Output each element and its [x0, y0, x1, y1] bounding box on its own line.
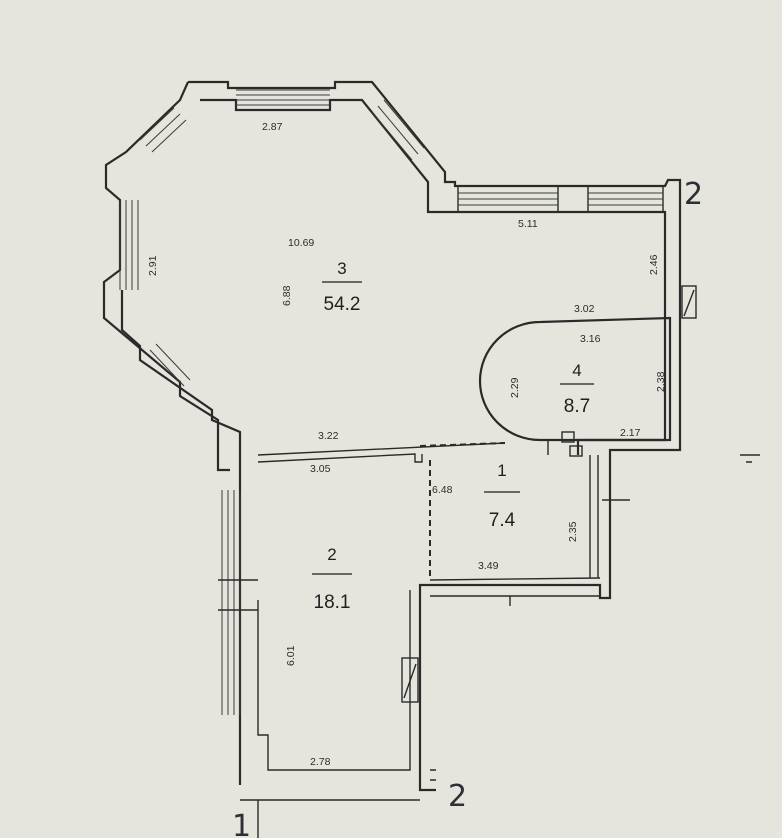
room-2-label: 2 18.1 — [312, 545, 352, 613]
dim-room3-height: 6.88 — [281, 285, 293, 306]
dim-room4-right: 2.38 — [655, 371, 667, 392]
room-3-label: 3 54.2 — [322, 259, 362, 315]
dim-room4-bottom: 2.17 — [620, 427, 641, 439]
window-lower-left — [149, 343, 191, 387]
dim-room3-top: 2.87 — [262, 121, 283, 133]
dim-room1-bottom: 3.49 — [478, 560, 499, 572]
window-top — [236, 89, 330, 106]
partition-room1-bottom — [429, 577, 601, 581]
partition-dashed — [419, 442, 506, 447]
room-2-number: 2 — [327, 545, 336, 564]
exterior-wall-outer — [102, 80, 682, 792]
vent-right — [681, 285, 697, 319]
window-top-left — [139, 107, 187, 153]
section-mark-bottom-left: 1 — [232, 809, 251, 838]
dim-room3-left: 2.91 — [147, 255, 159, 276]
dim-room4-left: 2.29 — [509, 377, 521, 398]
dim-room2-height: 6.01 — [285, 645, 297, 666]
room-1-number: 1 — [497, 461, 506, 480]
room-1-label: 1 7.4 — [484, 461, 520, 531]
dim-room2-bottom: 2.78 — [310, 756, 331, 768]
section-mark-top-right: 2 — [684, 177, 703, 212]
dim-top-right: 5.11 — [518, 218, 538, 230]
room-3-number: 3 — [337, 259, 346, 278]
partition-room2-right — [257, 590, 411, 771]
section-mark-bottom-right: 2 — [448, 779, 467, 814]
dim-right-upper: 2.46 — [648, 254, 660, 275]
window-top-right — [371, 99, 425, 161]
dim-room2-top-inner: 3.05 — [310, 463, 331, 475]
partition-lower — [430, 595, 600, 606]
partition-room3-room2 — [257, 442, 506, 463]
vent-room2 — [401, 657, 419, 703]
room-4-number: 4 — [572, 361, 581, 380]
room-1-area: 7.4 — [489, 510, 516, 531]
window-left — [119, 200, 139, 290]
room4-arc — [478, 316, 672, 442]
dim-room4-top-inner: 3.16 — [580, 333, 601, 345]
dim-room1-left: 6.48 — [432, 484, 453, 496]
dim-room4-top-outer: 3.02 — [574, 303, 595, 315]
room4-door — [547, 431, 583, 457]
dim-room3-diagonal: 10.69 — [288, 237, 314, 249]
window-room2-left — [218, 490, 258, 715]
room-4-area: 8.7 — [564, 396, 590, 417]
dim-room1-right: 2.35 — [567, 521, 579, 542]
exterior-wall-inner — [120, 98, 667, 785]
dim-room2-top-outer: 3.22 — [318, 430, 339, 442]
partition-room1-right — [589, 455, 599, 578]
bottom-wall — [240, 769, 436, 838]
room-4-label: 4 8.7 — [560, 361, 594, 417]
room-2-area: 18.1 — [314, 592, 351, 613]
window-top-wide — [457, 185, 664, 213]
room-3-area: 54.2 — [324, 294, 361, 315]
pen-stroke-right — [602, 454, 760, 501]
